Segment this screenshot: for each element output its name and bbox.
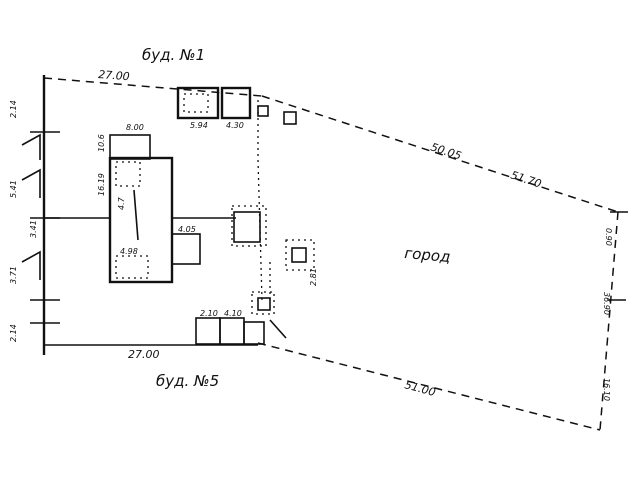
bottom-outbuildings: [195, 317, 287, 345]
building-bottom-label: буд. №5: [156, 372, 219, 390]
dim-inner-c: 4.7: [117, 196, 126, 210]
plot-boundary: [43, 77, 619, 431]
dim-bottom-right: 51.00: [403, 378, 437, 399]
top-outbuildings: [176, 86, 297, 301]
dim-right-c: 16.10: [602, 378, 611, 401]
dim-left-c: 3.41: [29, 220, 38, 238]
dim-top-right-a: 50.05: [429, 140, 463, 162]
dim-house-w: 8.00: [126, 123, 144, 132]
dim-inner-b: 4.98: [120, 247, 138, 256]
dim-left-e: 2.14: [9, 324, 18, 342]
dim-top-bld-b: 4.30: [226, 121, 244, 130]
dim-bot-bld-a: 2.10: [200, 309, 218, 318]
main-house: [108, 134, 236, 284]
dim-bot-bld-b: 4.10: [224, 309, 242, 318]
dim-inner-a: 4.05: [178, 225, 196, 234]
dim-top-boundary: 27.00: [98, 68, 130, 83]
middle-structures: [231, 205, 315, 315]
dim-house-side: 16.19: [97, 173, 106, 196]
dim-bottom-boundary: 27.00: [128, 348, 160, 361]
dim-inner-d: 2.81: [309, 268, 318, 286]
dim-right-b: 36.90: [602, 292, 611, 315]
left-boundary: [21, 75, 110, 355]
dim-right-a: 0.90: [604, 228, 613, 246]
building-top-label: буд. №1: [142, 46, 205, 64]
dim-top-right-b: 51.70: [509, 168, 543, 190]
right-boundary-ticks: [608, 211, 628, 301]
dim-left-b: 5.41: [9, 180, 18, 198]
dim-left-a: 2.14: [9, 100, 18, 118]
dim-left-d: 3.71: [9, 266, 18, 284]
dim-top-bld-a: 5.94: [190, 121, 208, 130]
garden-label: город: [404, 244, 452, 266]
dim-house-side2: 10.6: [97, 134, 106, 152]
